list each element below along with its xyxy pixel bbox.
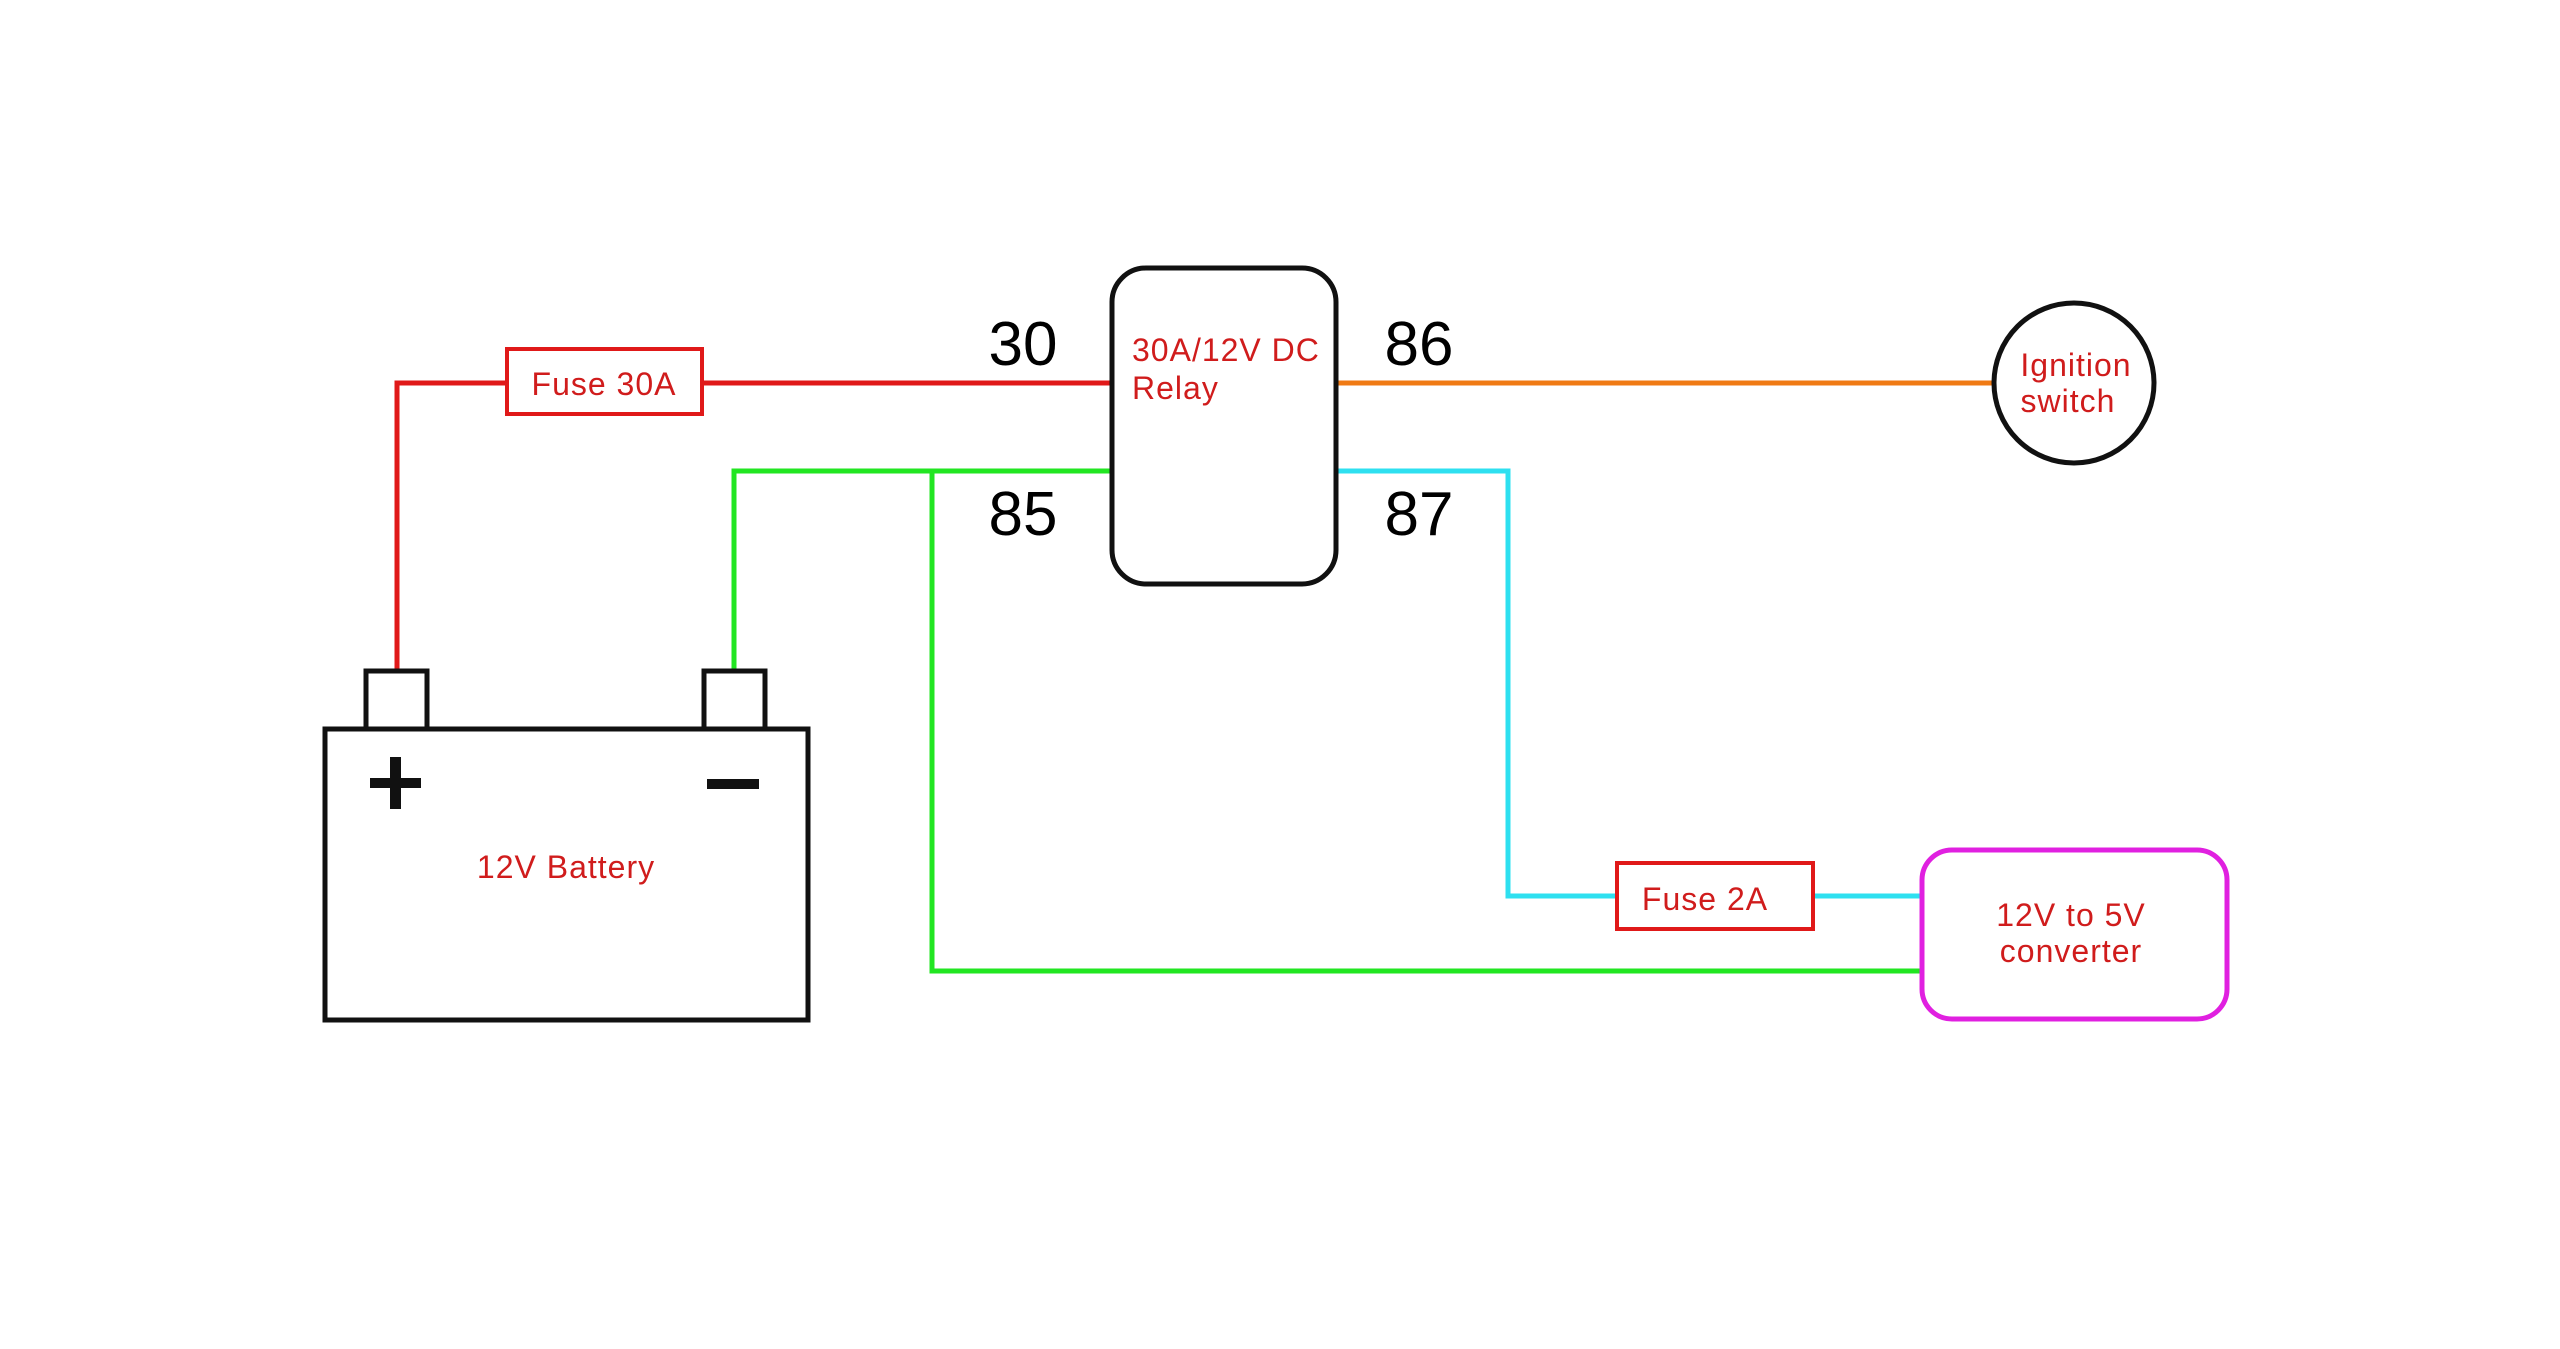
battery-plus-symbol	[370, 757, 421, 809]
fuse-2a-label: Fuse 2A	[1642, 881, 1768, 917]
battery-body	[322, 726, 811, 1023]
wire-red-battery-to-fuse	[394, 380, 507, 676]
wire-green-battery-to-relay-85	[731, 468, 1112, 676]
pin-85-label: 85	[989, 480, 1058, 549]
converter-label-line2: converter	[2000, 933, 2142, 969]
ignition-switch-circle	[1991, 300, 2157, 466]
converter-box	[1919, 847, 2230, 1022]
pin-86-label: 86	[1385, 310, 1454, 379]
fuse-30a-label: Fuse 30A	[532, 366, 677, 402]
battery-positive-terminal	[363, 668, 430, 732]
pin-87-label: 87	[1385, 480, 1454, 549]
relay-label-line1: 30A/12V DC	[1132, 332, 1320, 368]
battery-minus-symbol	[707, 779, 759, 789]
wire-cyan-relay-87-to-fuse	[1336, 468, 1617, 899]
battery-label: 12V Battery	[477, 849, 655, 885]
relay-label-line2: Relay	[1132, 370, 1219, 406]
pin-30-label: 30	[989, 310, 1058, 379]
wire-green-to-converter	[929, 471, 1922, 974]
battery-negative-terminal	[701, 668, 768, 732]
ignition-label-line2: switch	[2021, 383, 2116, 419]
relay-box	[1109, 265, 1339, 587]
converter-label-line1: 12V to 5V	[1996, 897, 2146, 933]
ignition-label-line1: Ignition	[2020, 347, 2131, 383]
fuse-2a-box	[1615, 861, 1815, 931]
fuse-30a-box	[505, 347, 704, 416]
